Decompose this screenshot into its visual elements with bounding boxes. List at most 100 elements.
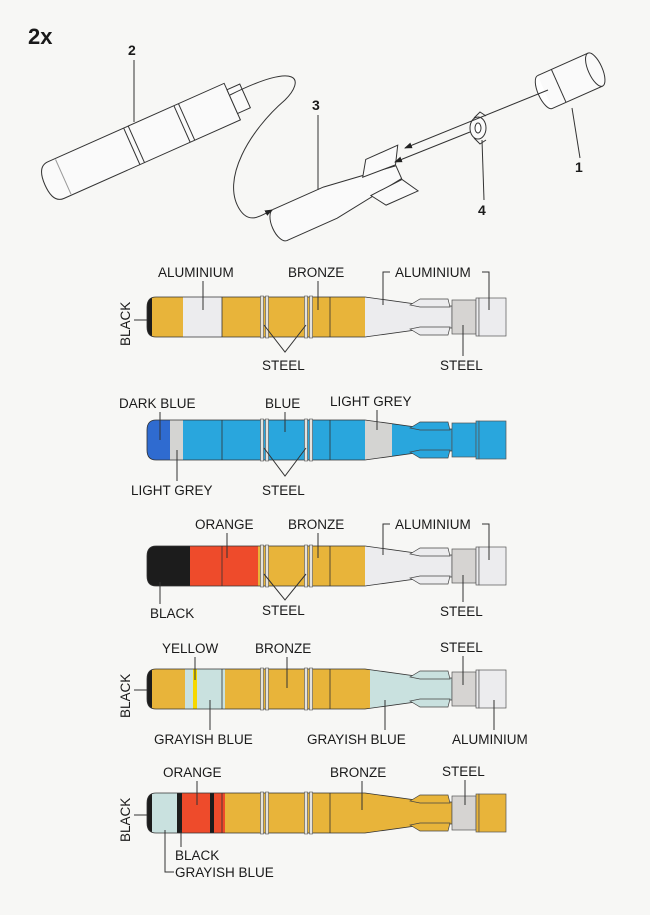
assembly-line-1-3 [404,89,549,149]
fin-top [409,670,451,680]
label-black-stripe: BLACK [175,848,219,863]
steel-section [451,299,477,335]
label-steel-rings: STEEL [262,358,305,373]
paint-band-grayish_blue [185,669,193,709]
part-4-propeller [469,111,487,145]
label-orange: ORANGE [195,517,254,532]
torpedo-schemes [146,295,507,835]
fin-top [409,298,451,308]
paint-band-light_grey [365,420,392,460]
label-dark-blue: DARK BLUE [119,396,196,411]
label-black: BLACK [118,674,133,718]
part-2-body [41,82,252,200]
tail-section [478,669,507,709]
label-grayish-blue-tail: GRAYISH BLUE [307,732,406,747]
label-steel-rings: STEEL [262,483,305,498]
label-light-grey-nose: LIGHT GREY [131,483,213,498]
tail-ring [475,793,480,833]
paint-band-light_grey [170,420,183,460]
steel-ring [309,544,313,588]
paint-band-black [210,793,214,833]
steel-section [451,795,477,831]
torpedo-scheme-4 [146,667,507,711]
paint-band-black [147,546,190,586]
tail-ring [475,546,480,586]
label-bronze: BRONZE [330,765,386,780]
steel-ring [260,667,264,711]
part-number-1: 1 [575,159,583,175]
fin-bottom [409,326,451,336]
scheme-4-labels: YELLOW BRONZE STEEL BLACK GRAYISH BLUE G… [118,640,528,747]
steel-ring [304,544,308,588]
tail-section [478,546,507,586]
paint-band-bronze [152,669,185,709]
paint-band-bronze [222,297,365,337]
tail-ring [475,669,480,709]
label-grayish-blue-band: GRAYISH BLUE [154,732,253,747]
label-steel: STEEL [440,358,483,373]
paint-band-dark_blue [147,420,170,460]
paint-band-orange [190,546,258,586]
steel-section [451,422,477,458]
assembly-drawing: 1 2 3 4 [41,42,606,242]
scheme-2-labels: DARK BLUE BLUE LIGHT GREY LIGHT GREY STE… [119,394,412,498]
label-grayish-blue: GRAYISH BLUE [175,865,274,880]
label-aluminium: ALUMINIUM [452,732,528,747]
steel-ring [265,295,269,339]
paint-band-orange [214,793,225,833]
label-black: BLACK [118,302,133,346]
steel-ring [304,791,308,835]
paint-band-black [147,297,152,337]
label-steel: STEEL [440,640,483,655]
paint-band-blue [183,420,365,460]
label-black: BLACK [150,606,194,621]
steel-ring [304,667,308,711]
tail-ring [475,420,480,460]
assembly-line-2-3 [229,75,296,219]
scheme-1-labels: ALUMINIUM BRONZE ALUMINIUM BLACK STEEL S… [118,265,490,373]
scheme-5-labels: ORANGE BRONZE STEEL BLACK BLACK GRAYISH … [118,764,485,880]
fin-top [409,547,451,557]
part-number-4: 4 [478,202,486,218]
paint-band-grayish_blue [152,793,177,833]
torpedo-scheme-3 [146,544,507,588]
label-black-tip: BLACK [118,798,133,842]
paint-band-yellow [193,669,197,709]
label-steel: STEEL [440,604,483,619]
paint-band-bronze [152,297,183,337]
paint-band-black [177,793,182,833]
tail-section [478,793,507,833]
fin-bottom [409,698,451,708]
paint-band-grayish_blue [197,669,225,709]
fin-top [409,421,451,431]
label-aluminium-tail: ALUMINIUM [395,517,471,532]
torpedo-scheme-1 [146,295,507,339]
label-bronze: BRONZE [288,517,344,532]
fin-bottom [409,822,451,832]
steel-section [451,671,477,707]
tail-ring [475,297,480,337]
paint-band-black [147,793,152,833]
fin-top [409,794,451,804]
label-steel-rings: STEEL [262,603,305,618]
fin-bottom [409,575,451,585]
label-steel: STEEL [442,764,485,779]
steel-ring [304,418,308,462]
steel-ring [260,791,264,835]
steel-ring [260,544,264,588]
tail-section [478,297,507,337]
torpedo-scheme-5 [146,791,507,835]
steel-section [451,548,477,584]
part-1-tail-ring [534,52,606,110]
label-aluminium-tail: ALUMINIUM [395,265,471,280]
paint-band-bronze [225,669,370,709]
scheme-3-labels: ORANGE BRONZE ALUMINIUM BLACK STEEL STEE… [150,517,490,621]
label-bronze: BRONZE [288,265,344,280]
part-3-tail [269,144,420,242]
steel-ring [260,295,264,339]
steel-ring [265,791,269,835]
part-number-3: 3 [312,97,320,113]
label-orange: ORANGE [163,765,222,780]
steel-ring [309,791,313,835]
steel-ring [265,418,269,462]
